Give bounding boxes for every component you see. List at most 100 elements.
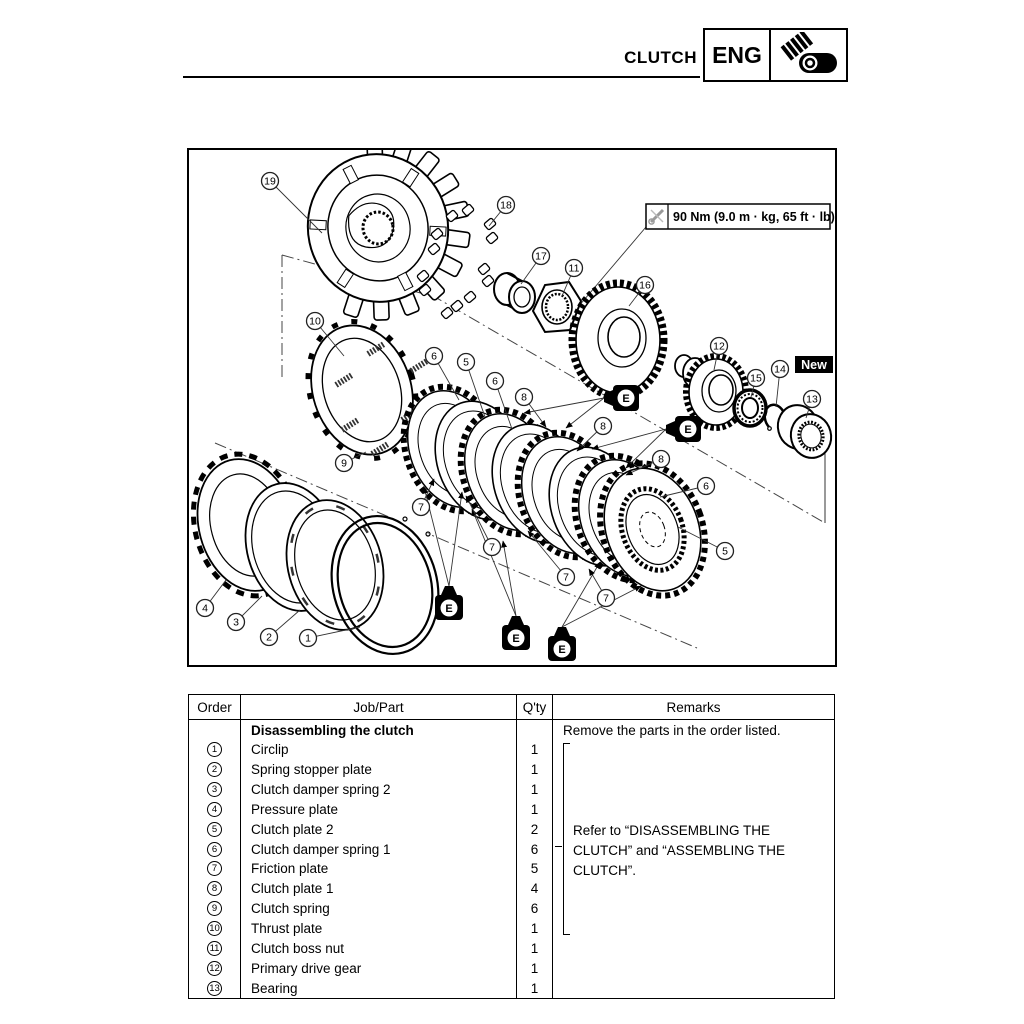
- callout-9: 9: [334, 451, 367, 473]
- job-cell: Bearing: [241, 978, 517, 998]
- qty-cell: 1: [517, 978, 553, 998]
- qty-cell: 5: [517, 859, 553, 879]
- section-remark: Remove the parts in the order listed.: [563, 722, 781, 738]
- order-cell: 5: [189, 819, 241, 840]
- qty-cell: 1: [517, 759, 553, 780]
- job-cell: Clutch damper spring 2: [241, 779, 517, 800]
- gear16-drawing: [568, 279, 668, 401]
- order-cell: 10: [189, 918, 241, 939]
- section-row: Disassembling the clutch Remove the part…: [189, 720, 834, 740]
- svg-text:8: 8: [521, 392, 527, 404]
- svg-text:19: 19: [264, 176, 276, 188]
- order-cell: 6: [189, 839, 241, 860]
- torque-spec-box: 90 Nm (9.0 m · kg, 65 ft · lb): [645, 203, 835, 230]
- svg-text:7: 7: [563, 572, 569, 584]
- qty-cell: 1: [517, 918, 553, 939]
- order-cell: 12: [189, 958, 241, 979]
- svg-text:E: E: [622, 393, 629, 405]
- svg-text:14: 14: [774, 364, 786, 376]
- thrust-plate-drawing: [305, 319, 419, 461]
- callout-17: 17: [520, 246, 551, 285]
- callout-18: 18: [488, 195, 516, 227]
- order-cell: 4: [189, 799, 241, 820]
- qty-cell: 1: [517, 779, 553, 800]
- col-header-order: Order: [189, 695, 241, 719]
- oil-e-symbol: E: [604, 385, 639, 411]
- callout-6: 6: [424, 346, 460, 401]
- qty-cell: 1: [517, 799, 553, 820]
- svg-text:9: 9: [341, 458, 347, 470]
- svg-text:6: 6: [492, 376, 498, 388]
- order-cell: 2: [189, 759, 241, 780]
- table-header-row: Order Job/Part Q'ty Remarks: [189, 695, 834, 720]
- svg-text:12: 12: [713, 341, 725, 353]
- torque-value: 90 Nm (9.0 m · kg, 65 ft · lb): [673, 210, 835, 224]
- callout-13: 13: [802, 389, 822, 419]
- svg-text:10: 10: [309, 316, 321, 328]
- callout-1: 1: [298, 626, 361, 648]
- oil-leader: [565, 397, 605, 429]
- job-cell: Primary drive gear: [241, 958, 517, 979]
- qty-cell: 6: [517, 839, 553, 860]
- callout-7: 7: [588, 568, 616, 608]
- job-cell: Clutch plate 1: [241, 878, 517, 899]
- oil-e-symbol: E: [435, 586, 463, 620]
- qty-cell: 1: [517, 740, 553, 760]
- parts-table: Order Job/Part Q'ty Remarks Disassemblin…: [188, 694, 835, 999]
- remarks-cell: [553, 899, 834, 919]
- callout-4: 4: [195, 579, 227, 618]
- oil-leader: [448, 491, 465, 587]
- oil-leader: [523, 397, 605, 415]
- section-tag-box: ENG: [703, 28, 848, 82]
- job-cell: Spring stopper plate: [241, 759, 517, 780]
- svg-text:8: 8: [658, 454, 664, 466]
- callout-5: 5: [456, 352, 486, 418]
- svg-text:4: 4: [202, 603, 208, 615]
- oil-leader: [625, 428, 667, 469]
- remarks-cell: [553, 958, 834, 978]
- callout-12: 12: [709, 336, 729, 371]
- callout-6: 6: [485, 371, 513, 430]
- remarks-cell: [553, 978, 834, 998]
- svg-text:1: 1: [305, 633, 311, 645]
- remarks-cell: [553, 879, 834, 899]
- order-cell: 1: [189, 740, 241, 760]
- callout-7: 7: [527, 530, 576, 587]
- oil-e-symbol: E: [502, 616, 530, 650]
- svg-text:17: 17: [535, 251, 547, 263]
- remarks-cell: [553, 760, 834, 780]
- order-cell: 3: [189, 779, 241, 800]
- remarks-cell: [553, 919, 834, 939]
- callout-5: 5: [677, 526, 735, 561]
- qty-cell: 4: [517, 878, 553, 899]
- oil-leader: [591, 428, 667, 451]
- svg-text:2: 2: [266, 632, 272, 644]
- callout-7: 7: [411, 478, 435, 517]
- wrench-icon: [648, 208, 665, 225]
- callout-8: 8: [625, 449, 671, 476]
- oil-e-symbol: E: [666, 416, 701, 442]
- callout-8: 8: [514, 387, 547, 428]
- bearing15-drawing: [732, 388, 768, 428]
- svg-text:E: E: [558, 644, 565, 656]
- job-cell: Clutch spring: [241, 898, 517, 919]
- callout-6: 6: [659, 476, 716, 498]
- svg-text:13: 13: [806, 394, 818, 406]
- callout-16: 16: [628, 275, 655, 307]
- oil-e-symbol: E: [548, 627, 576, 661]
- new-badge: New: [795, 356, 833, 373]
- remarks-cell: [553, 800, 834, 820]
- page-title: CLUTCH: [624, 48, 697, 67]
- circlip1-drawing: [330, 499, 440, 656]
- job-cell: Clutch boss nut: [241, 938, 517, 959]
- job-cell: Clutch plate 2: [241, 819, 517, 840]
